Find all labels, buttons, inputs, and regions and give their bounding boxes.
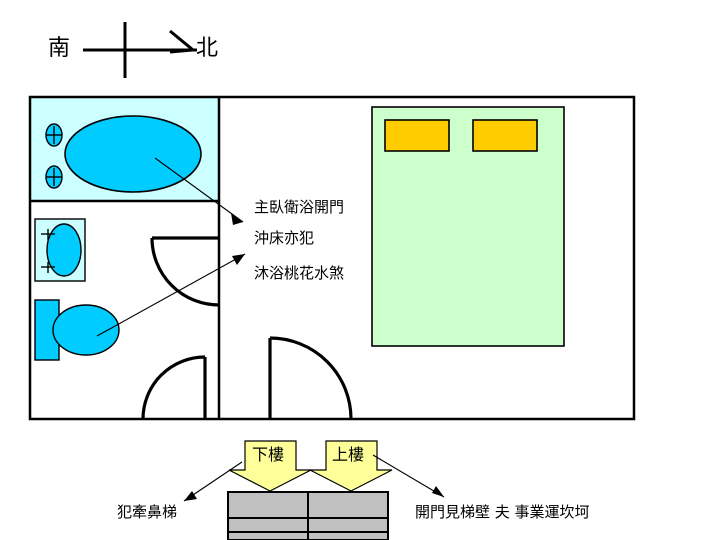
toilet-pointer-arrow bbox=[96, 253, 246, 337]
bathroom-note-line-1: 主臥衛浴開門 bbox=[254, 198, 345, 216]
compass-south-label: 南 bbox=[48, 36, 71, 61]
bedroom-entry-door-swing-arc bbox=[269, 336, 353, 420]
bedroom-entry-door bbox=[268, 336, 353, 420]
washbasin bbox=[34, 218, 86, 282]
toilet-pointer-line bbox=[96, 253, 246, 337]
compass-north-arrowhead bbox=[169, 29, 197, 54]
bathtub-pointer-head bbox=[231, 213, 243, 225]
pillow-right bbox=[472, 119, 538, 152]
bathtub-pointer-arrow bbox=[154, 157, 244, 225]
bathroom-note-line-3: 沐浴桃花水煞 bbox=[254, 264, 345, 282]
bathtub bbox=[64, 115, 202, 193]
bathtub-pointer-line bbox=[154, 157, 244, 223]
up-arrow-leader-line bbox=[372, 454, 445, 498]
toilet bbox=[34, 299, 120, 361]
apartment-outer-wall bbox=[28, 95, 636, 421]
compass-rose bbox=[83, 22, 197, 78]
bottom-left-note: 犯牽鼻梯 bbox=[117, 503, 178, 521]
bathroom-note-line-2: 沖床亦犯 bbox=[254, 229, 315, 247]
down-arrow-leader bbox=[183, 461, 243, 502]
bottom-right-note: 開門見梯壁 夫 事業運坎坷 bbox=[415, 503, 590, 521]
bathroom-outer-door-swing-arc bbox=[141, 355, 206, 420]
bathroom-inner-door-swing-arc bbox=[150, 237, 220, 307]
toilet-bowl bbox=[52, 304, 120, 356]
stairs-up-arrow-shape bbox=[309, 440, 393, 492]
faucet-lower bbox=[45, 165, 63, 189]
up-arrow-leader-head bbox=[432, 486, 444, 497]
bathroom-outer-door bbox=[141, 355, 207, 420]
stairs-down-arrow-shape bbox=[228, 440, 312, 492]
bathroom-inner-door bbox=[150, 236, 220, 307]
bed bbox=[371, 106, 565, 347]
faucet-upper bbox=[45, 123, 63, 147]
up-arrow-leader bbox=[372, 454, 445, 498]
stairs-down-label: 下樓 bbox=[252, 445, 285, 464]
staircase bbox=[227, 491, 389, 540]
pillow-left bbox=[384, 119, 450, 152]
stairs-up-label: 上樓 bbox=[332, 445, 365, 464]
toilet-pointer-head bbox=[232, 254, 245, 265]
compass-north-label: 北 bbox=[196, 36, 219, 61]
down-arrow-leader-head bbox=[184, 491, 197, 501]
